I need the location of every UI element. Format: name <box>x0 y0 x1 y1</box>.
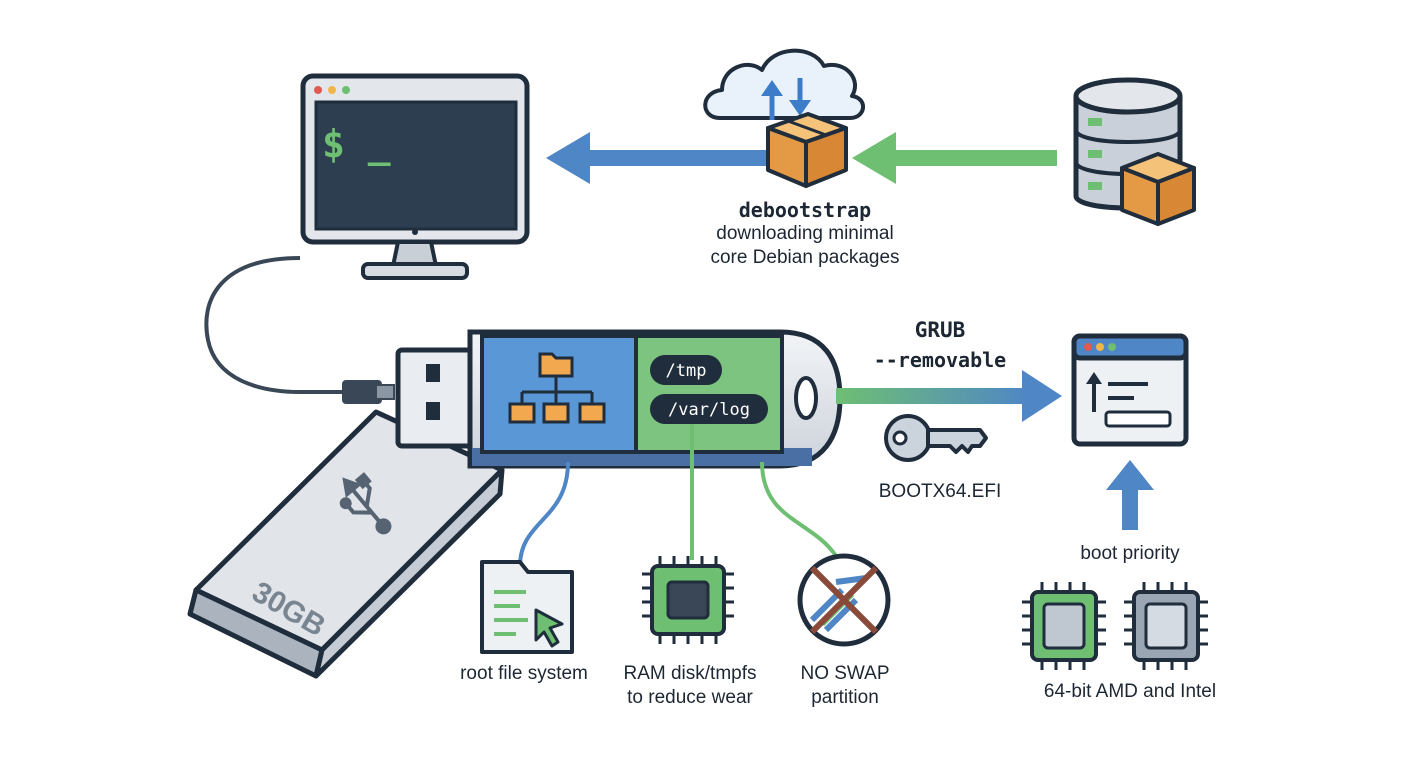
usb-plug-icon <box>342 380 395 404</box>
debootstrap-label: debootstrap <box>738 198 872 222</box>
usb-cable <box>204 256 342 394</box>
no-swap-icon <box>797 553 891 647</box>
tmp-mount-pill: /tmp <box>650 355 722 385</box>
cpu-arch-label: 64-bit AMD and Intel <box>1043 681 1217 702</box>
cloud-icon <box>703 48 865 120</box>
efi-filename: BOOTX64.EFI <box>878 481 1002 502</box>
root-fs-label: root file system <box>460 663 588 684</box>
ram-chip-icon <box>642 556 734 644</box>
package-icon <box>766 112 848 188</box>
debootstrap-desc-line2: core Debian packages <box>710 247 900 268</box>
grub-title: GRUB <box>914 318 966 342</box>
no-swap-label-line1: NO SWAP <box>800 663 890 684</box>
terminal-prompt: $ _ <box>322 122 391 166</box>
ram-disk-label-line1: RAM disk/tmpfs <box>623 663 757 684</box>
ram-disk-label-line2: to reduce wear <box>627 687 753 708</box>
svg-text:/tmp: /tmp <box>666 361 707 381</box>
amd-cpu-icon <box>1022 582 1106 670</box>
no-swap-label-line2: partition <box>811 687 879 708</box>
svg-text:/var/log: /var/log <box>668 400 750 420</box>
boot-window-icon <box>1071 333 1189 447</box>
debootstrap-desc-line1: downloading minimal <box>716 223 894 244</box>
boot-priority-label: boot priority <box>1080 543 1180 564</box>
monitor-icon <box>300 73 530 280</box>
usb-stick-lying-icon <box>187 409 505 679</box>
root-connector <box>518 461 570 567</box>
grub-removable-flag: --removable <box>873 348 1007 372</box>
grub-arrow <box>836 370 1062 422</box>
download-arrow <box>546 132 766 184</box>
root-folder-icon <box>480 560 574 654</box>
folder-tree-icon <box>508 352 606 424</box>
key-icon <box>884 414 988 462</box>
usb-drive-icon <box>395 329 843 469</box>
swap-connector <box>760 461 838 558</box>
mirror-arrow <box>852 132 1057 184</box>
server-package-icon <box>1120 152 1196 226</box>
intel-cpu-icon <box>1124 582 1208 670</box>
boot-priority-arrow <box>1106 460 1154 530</box>
varlog-mount-pill: /var/log <box>650 394 768 424</box>
